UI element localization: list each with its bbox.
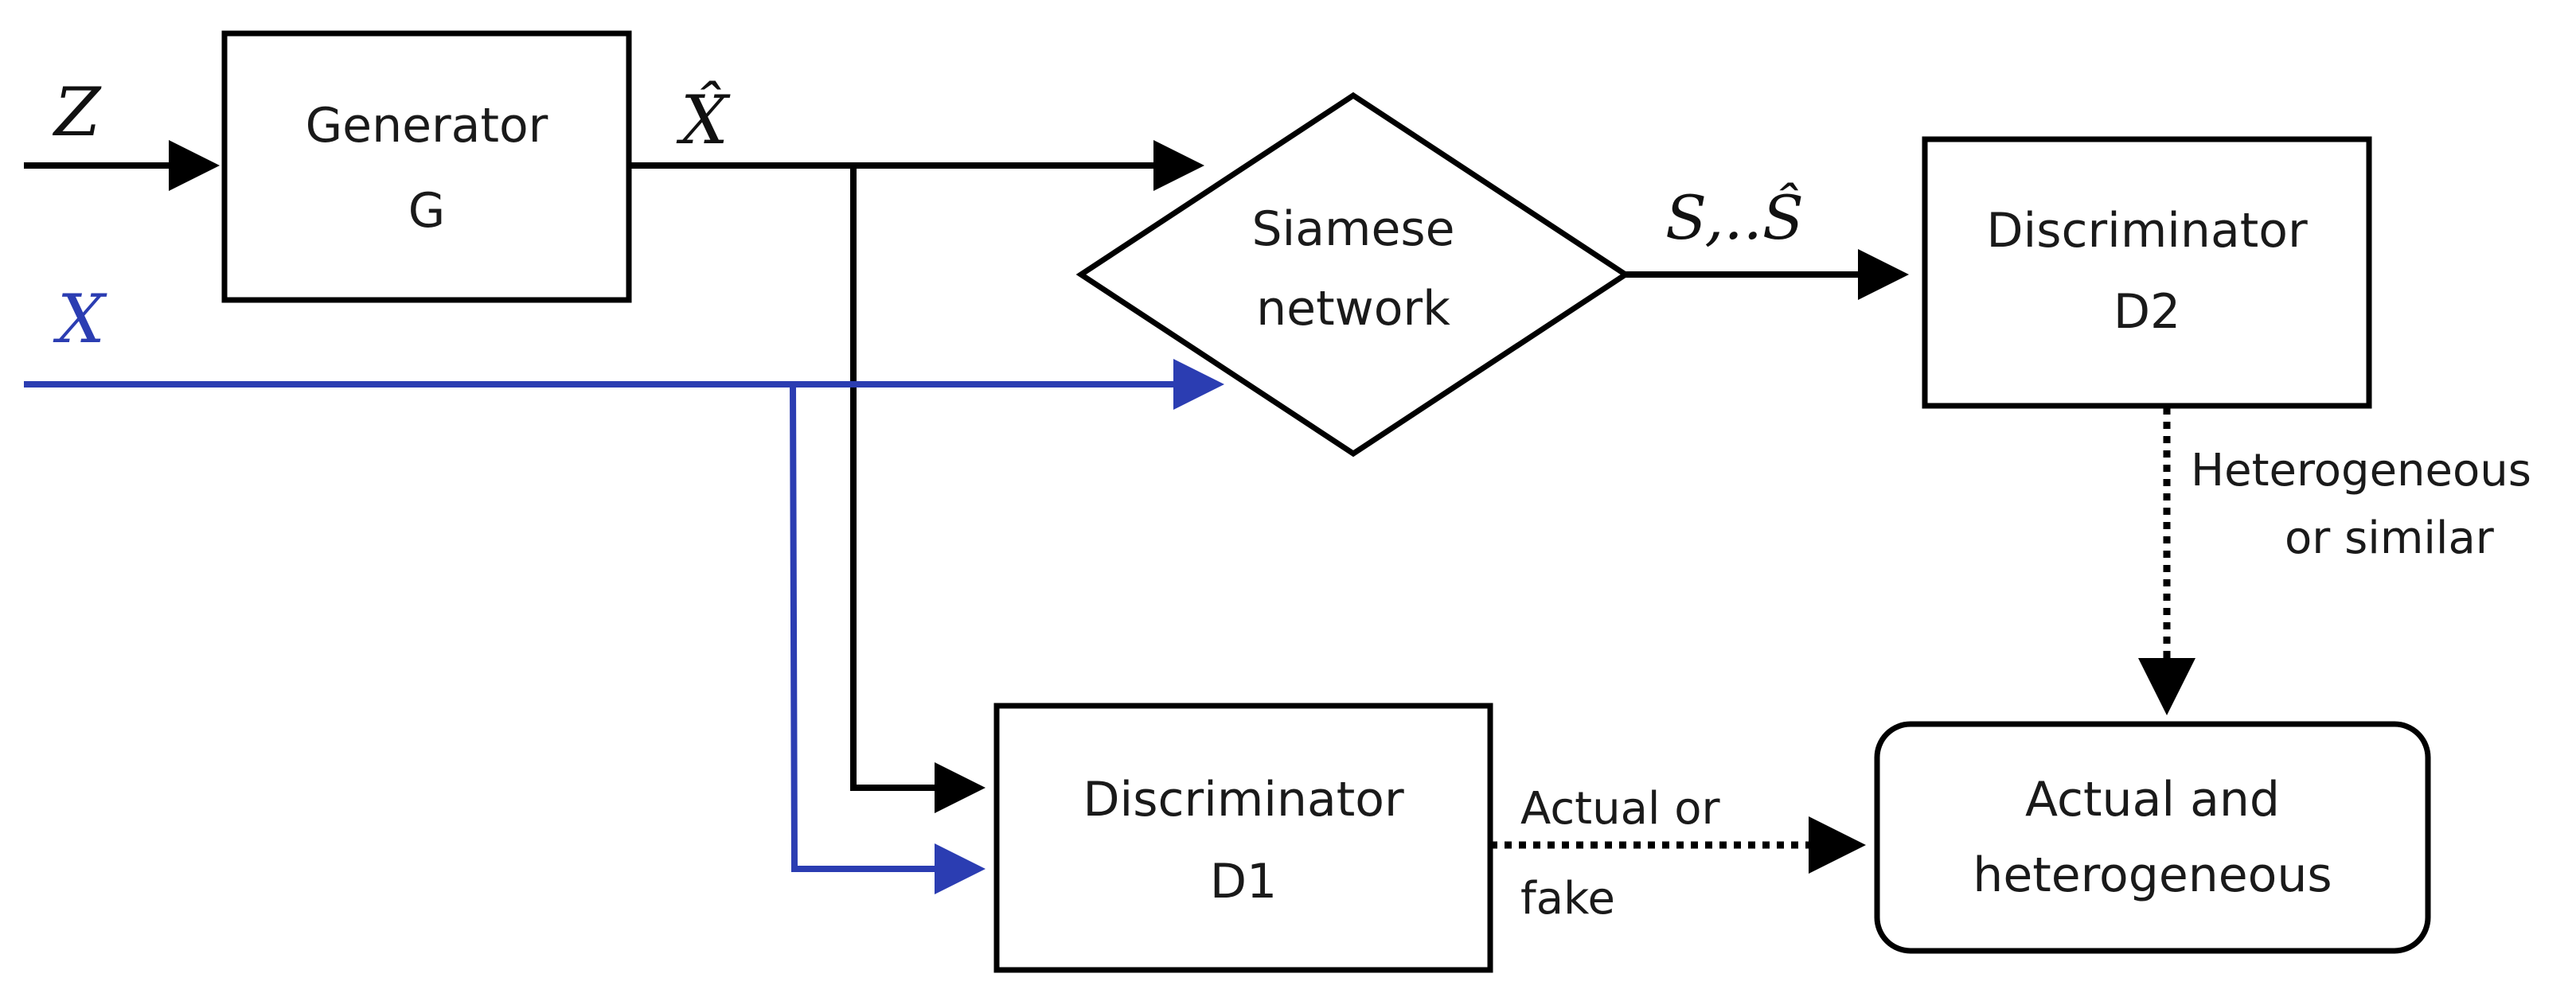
input-x-label: X — [53, 280, 107, 358]
siamese-output-label: S,..Ŝ — [1665, 182, 1804, 253]
generator-to-d1-arrow — [850, 166, 986, 813]
generator-box — [221, 30, 632, 303]
generated-x-hat-label: X̂ — [676, 81, 731, 159]
generator-label-line2: G — [408, 183, 446, 239]
d2-output-label-line2: or similar — [2285, 512, 2495, 564]
siamese-network-diamond — [1075, 92, 1631, 458]
generator-label-line1: Generator — [306, 98, 548, 154]
d2-label-line2: D2 — [2113, 284, 2180, 340]
actual-and-heterogeneous-box — [1874, 721, 2431, 954]
d2-label-line1: Discriminator — [1986, 203, 2308, 259]
discriminator-d1-box — [993, 703, 1493, 973]
siamese-label-line2: network — [1256, 281, 1450, 337]
output-label-line2: heterogeneous — [1973, 847, 2332, 903]
d1-output-label-line2: fake — [1520, 873, 1615, 925]
discriminator-d2-box — [1922, 136, 2372, 409]
d1-label-line2: D1 — [1210, 854, 1277, 909]
output-label-line1: Actual and — [2025, 772, 2280, 828]
x-to-d1-arrow — [790, 384, 986, 894]
d2-output-label-line1: Heterogeneous — [2191, 445, 2531, 497]
d1-output-label-line1: Actual or — [1520, 783, 1721, 835]
siamese-label-line1: Siamese — [1251, 201, 1454, 257]
input-z-label: Z — [52, 73, 102, 151]
d1-label-line1: Discriminator — [1083, 772, 1404, 828]
